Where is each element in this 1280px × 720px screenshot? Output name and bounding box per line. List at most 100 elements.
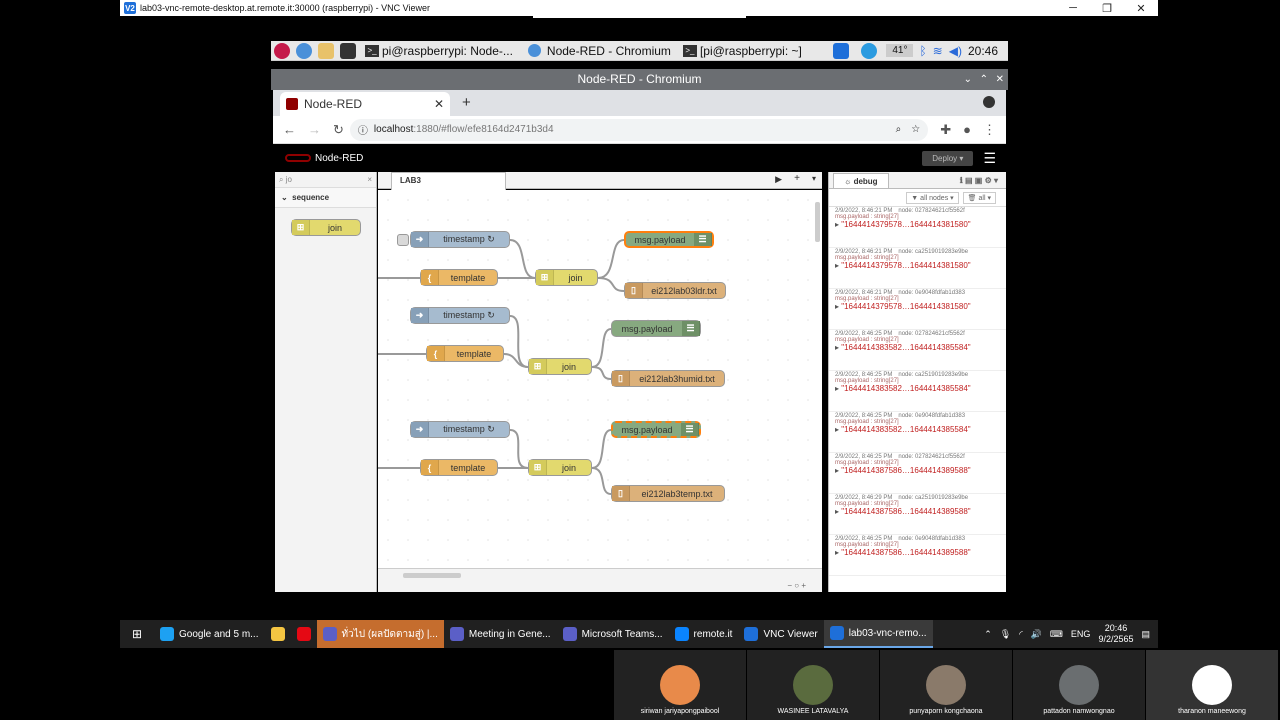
add-flow-icon[interactable]: + bbox=[794, 173, 800, 184]
debug-node[interactable]: msg.payload☰ bbox=[611, 320, 701, 337]
pi-task-terminal-nodered[interactable]: >_pi@raspberrypi: Node-... bbox=[359, 41, 519, 61]
pi-task-terminal[interactable]: >_[pi@raspberrypi: ~] bbox=[677, 41, 808, 61]
expand-icon[interactable]: ▸ bbox=[835, 302, 842, 311]
inject-button[interactable] bbox=[397, 234, 409, 246]
file-node[interactable]: ▯ei212lab3temp.txt bbox=[611, 485, 725, 502]
keyboard-icon[interactable]: ⌨ bbox=[1049, 628, 1063, 639]
participant-tile[interactable]: tharanon maneewong bbox=[1146, 650, 1278, 720]
expand-icon[interactable]: ▸ bbox=[835, 261, 842, 270]
message-node-id[interactable]: node: ca2519019283e9be bbox=[898, 372, 969, 378]
expand-icon[interactable]: ▸ bbox=[835, 343, 842, 352]
raspberry-menu-icon[interactable] bbox=[274, 42, 290, 59]
taskbar-app[interactable]: Meeting in Gene... bbox=[444, 620, 557, 648]
message-node-id[interactable]: node: 027824621cf5562f bbox=[898, 454, 965, 460]
close-button[interactable]: ✕ bbox=[1136, 2, 1146, 15]
sidebar-tab-icons[interactable]: ℹ ▤ ▣ ⚙ ▾ bbox=[959, 175, 998, 185]
message-node-id[interactable]: node: 0e9048fdfab1d383 bbox=[898, 290, 966, 296]
template-node[interactable]: {template bbox=[420, 459, 498, 476]
taskbar-app[interactable]: Google and 5 m... bbox=[154, 620, 265, 648]
bluetooth-icon[interactable]: ᛒ bbox=[919, 43, 927, 58]
participant-tile[interactable]: pattadon namwongnao bbox=[1013, 650, 1145, 720]
flow-workspace[interactable]: ➜timestamp ↻ {template ⊞join msg.payload… bbox=[378, 190, 822, 568]
file-node[interactable]: ▯ei212lab03ldr.txt bbox=[624, 282, 726, 299]
message-node-id[interactable]: node: ca2519019283e9be bbox=[898, 495, 969, 501]
info-icon[interactable]: ⓘ bbox=[357, 126, 368, 137]
browser-tab[interactable]: Node-RED ✕ bbox=[280, 92, 450, 116]
reload-icon[interactable]: ↻ bbox=[333, 121, 344, 137]
bookmark-star-icon[interactable]: ☆ bbox=[911, 124, 921, 135]
notifications-icon[interactable]: ▤ bbox=[1141, 628, 1150, 639]
taskbar-app[interactable]: ทั่วไป (ผลปัดตามสู่) |... bbox=[316, 620, 444, 648]
debug-node[interactable]: msg.payload☰ bbox=[624, 231, 714, 248]
folder-icon[interactable] bbox=[318, 42, 334, 59]
back-icon[interactable]: ← bbox=[283, 122, 296, 137]
maximize-button[interactable]: ⌃ bbox=[979, 74, 988, 85]
close-tab-icon[interactable]: ✕ bbox=[433, 97, 444, 111]
join-node[interactable]: ⊞join bbox=[528, 459, 592, 476]
palette-search[interactable]: ⌕ jo× bbox=[275, 172, 376, 188]
palette-category-sequence[interactable]: ⌄ sequence bbox=[275, 188, 376, 208]
filter-nodes-button[interactable]: ▼ all nodes ▾ bbox=[906, 191, 959, 204]
update-icon[interactable] bbox=[861, 42, 878, 59]
expand-icon[interactable]: ▸ bbox=[835, 548, 842, 557]
participant-tile[interactable]: siriwan jariyapongpaibool bbox=[614, 650, 746, 720]
expand-icon[interactable]: ▸ bbox=[835, 384, 842, 393]
new-tab-button[interactable]: + bbox=[462, 94, 471, 111]
chevron-up-icon[interactable]: ⌃ bbox=[984, 628, 992, 639]
taskbar-app[interactable]: lab03-vnc-remo... bbox=[823, 620, 933, 648]
message-node-id[interactable]: node: 027824621cf5562f bbox=[898, 331, 965, 337]
extensions-icon[interactable]: ✚ bbox=[940, 121, 952, 137]
taskbar-app[interactable]: remote.it bbox=[669, 620, 739, 648]
vnc-toolbar-handle[interactable] bbox=[533, 16, 746, 18]
clear-search-icon[interactable]: × bbox=[367, 175, 372, 184]
taskbar-app[interactable]: VNC Viewer bbox=[738, 620, 823, 648]
minimize-button[interactable]: ⌄ bbox=[963, 74, 972, 85]
debug-node[interactable]: msg.payload☰ bbox=[611, 421, 701, 438]
participant-tile[interactable]: punyaporn kongchaona bbox=[880, 650, 1012, 720]
flow-tab-lab3[interactable]: LAB3 bbox=[391, 172, 506, 190]
participant-tile[interactable]: WASINEE LATAVALYA bbox=[747, 650, 879, 720]
tab-debug[interactable]: ☼ debug bbox=[833, 173, 889, 188]
deploy-button[interactable]: Deploy ▾ bbox=[922, 150, 974, 166]
flow-list-icon[interactable]: ▾ bbox=[811, 174, 816, 183]
tab-search-icon[interactable] bbox=[983, 96, 995, 108]
volume-icon[interactable]: ◀) bbox=[948, 43, 962, 58]
language-indicator[interactable]: ENG bbox=[1070, 629, 1091, 639]
pi-task-chromium[interactable]: Node-RED - Chromium bbox=[519, 41, 677, 61]
forward-icon[interactable]: → bbox=[308, 122, 321, 137]
windows-start-icon[interactable]: ⊞ bbox=[131, 627, 143, 641]
join-node[interactable]: ⊞join bbox=[535, 269, 598, 286]
terminal-icon[interactable] bbox=[340, 42, 356, 59]
omnibox[interactable]: ⓘ localhost:1880/#flow/efe8164d2471b3d4 … bbox=[349, 118, 929, 141]
taskbar-app[interactable] bbox=[291, 620, 317, 648]
clear-all-button[interactable]: 🗑 all ▾ bbox=[962, 191, 996, 204]
palette-node-join[interactable]: ⊞join bbox=[291, 219, 361, 236]
menu-dots-icon[interactable]: ⋮ bbox=[983, 121, 996, 137]
message-node-id[interactable]: node: 0e9048fdfab1d383 bbox=[898, 536, 966, 542]
wifi-icon[interactable]: ≋ bbox=[932, 43, 943, 58]
volume-icon[interactable]: 🔊 bbox=[1030, 628, 1042, 639]
vnc-tray-icon[interactable] bbox=[833, 42, 850, 59]
expand-icon[interactable]: ▸ bbox=[835, 507, 842, 516]
maximize-button[interactable]: ❐ bbox=[1102, 2, 1112, 15]
taskbar-app[interactable]: Microsoft Teams... bbox=[557, 620, 669, 648]
profile-icon[interactable]: ● bbox=[963, 122, 971, 137]
timestamp-node[interactable]: ➜timestamp ↻ bbox=[397, 231, 510, 248]
template-node[interactable]: {template bbox=[420, 269, 498, 286]
expand-icon[interactable]: ▸ bbox=[835, 425, 842, 434]
join-node[interactable]: ⊞join bbox=[528, 358, 592, 375]
palette-search-input[interactable]: jo bbox=[285, 175, 292, 184]
message-node-id[interactable]: node: ca2519019283e9be bbox=[898, 249, 969, 255]
vertical-scrollbar[interactable] bbox=[815, 202, 820, 242]
file-node[interactable]: ▯ei212lab3humid.txt bbox=[611, 370, 725, 387]
zoom-controls[interactable]: − ○ + bbox=[787, 581, 806, 590]
template-node[interactable]: {template bbox=[426, 345, 504, 362]
microphone-icon[interactable]: 🎙 bbox=[999, 628, 1012, 639]
